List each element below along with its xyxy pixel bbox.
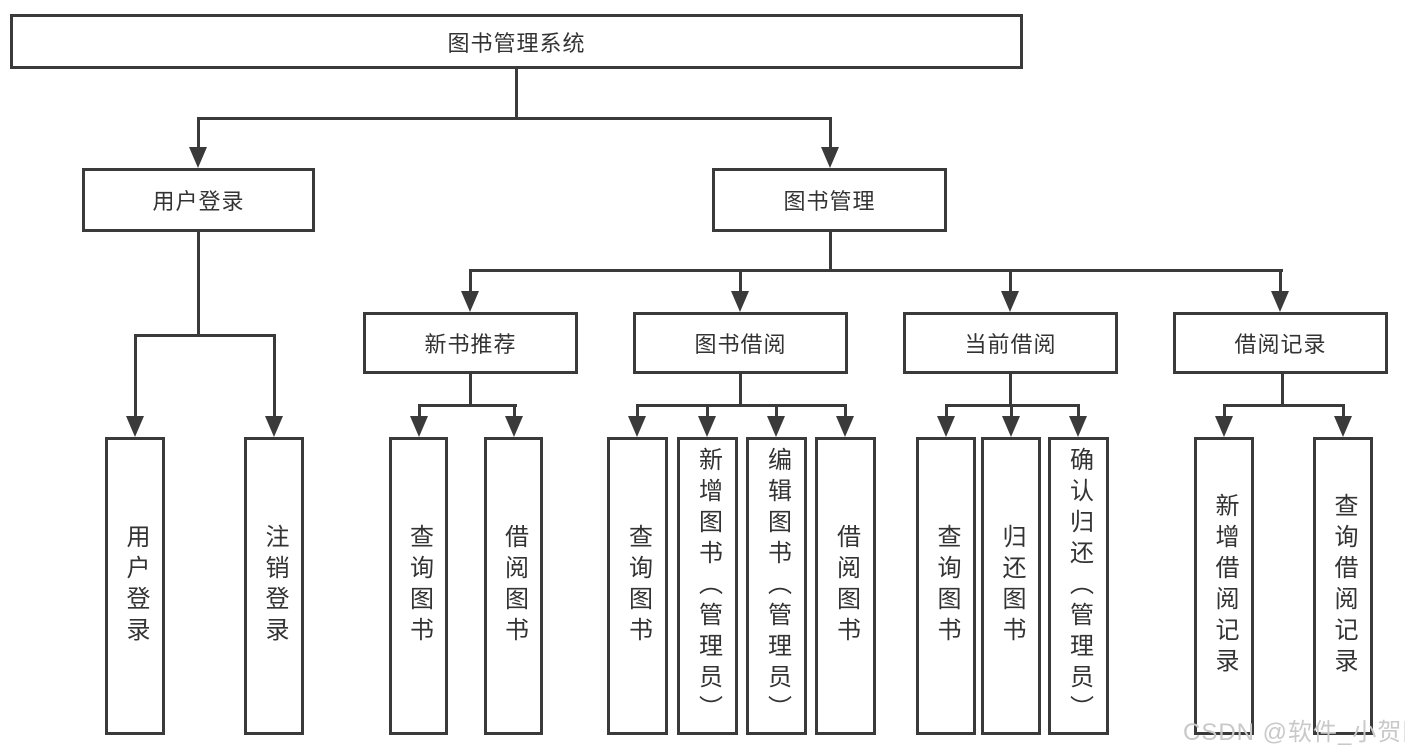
leaf-query-book-recommend: 查询图书 [389,437,448,735]
connector-borrow-record-stem [1281,374,1284,406]
leaf-query-borrow-record: 查询借阅记录 [1313,437,1373,735]
arrow-down-icon [410,416,428,437]
connector-book-borrow-rail [636,404,847,407]
leaf-query-book-label: 查询图书 [624,524,652,648]
connector-leaf-drop [513,404,516,418]
node-current-borrow: 当前借阅 [903,312,1118,374]
leaf-edit-book-admin: 编辑图书（管理员） [746,437,807,735]
node-root-library-system: 图书管理系统 [10,14,1023,69]
leaf-add-borrow-record-label: 新增借阅记录 [1211,493,1238,679]
arrow-down-icon [189,147,207,168]
node-book-borrow-label: 图书借阅 [694,332,787,357]
leaf-borrow-book-recommend-label: 借阅图书 [500,524,528,648]
leaf-confirm-return-admin-label: 确认归还（管理员） [1065,446,1093,726]
connector-current-borrow-stem [1009,374,1012,406]
leaf-query-current: 查询图书 [916,437,976,735]
node-current-borrow-label: 当前借阅 [964,332,1057,357]
arrow-down-icon [767,416,785,437]
node-book-management-label: 图书管理 [783,189,876,214]
connector-book-borrow-drop [739,269,742,291]
connector-leaf-drop [775,404,778,418]
arrow-down-icon [1271,291,1289,312]
connector-user-login-stem [197,232,200,336]
leaf-logout-label: 注销登录 [261,524,288,648]
arrow-down-icon [937,416,955,437]
leaf-add-borrow-record: 新增借阅记录 [1194,437,1254,735]
connector-level2-rail [197,117,832,120]
arrow-down-icon [505,416,523,437]
leaf-edit-book-admin-label: 编辑图书（管理员） [763,446,791,726]
node-new-book-recommend-label: 新书推荐 [424,332,517,357]
connector-leaf-drop [1010,404,1013,418]
leaf-return-book: 归还图书 [981,437,1041,735]
connector-leaf-drop [1223,404,1226,418]
connector-borrow-record-drop [1279,269,1282,291]
arrow-down-icon [265,416,283,437]
node-borrow-record: 借阅记录 [1173,312,1388,374]
connector-user-login-drop [197,117,200,149]
leaf-logout: 注销登录 [244,437,304,735]
connector-leaf-drop [844,404,847,418]
arrow-down-icon [1069,416,1087,437]
connector-book-borrow-stem [739,374,742,406]
arrow-down-icon [1215,416,1233,437]
csdn-watermark: CSDN @软件_小贺同学 [1183,719,1405,746]
arrow-down-icon [628,416,646,437]
connector-leaf-drop [1342,404,1345,418]
connector-new-book-stem [469,374,472,406]
connector-user-login-rail [134,334,276,337]
leaf-add-book-admin: 新增图书（管理员） [677,437,738,735]
arrow-down-icon [698,416,716,437]
connector-borrow-record-rail [1223,404,1344,407]
node-user-login-label: 用户登录 [152,189,245,214]
leaf-borrow-book-recommend: 借阅图书 [484,437,543,735]
node-book-borrow: 图书借阅 [633,312,848,374]
leaf-user-login-label: 用户登录 [122,524,149,648]
connector-new-book-rail [418,404,517,407]
leaf-return-book-label: 归还图书 [998,524,1025,648]
connector-leaf-drop [418,404,421,418]
node-user-login: 用户登录 [82,168,315,232]
arrow-down-icon [461,291,479,312]
leaf-query-book-recommend-label: 查询图书 [405,524,433,648]
arrow-down-icon [1334,416,1352,437]
leaf-user-login: 用户登录 [105,437,165,735]
leaf-query-current-label: 查询图书 [933,524,960,648]
leaf-borrow-book: 借阅图书 [815,437,876,735]
connector-leaf-drop [273,334,276,416]
connector-leaf-drop [945,404,948,418]
leaf-borrow-book-label: 借阅图书 [832,524,860,648]
arrow-down-icon [731,291,749,312]
leaf-query-book: 查询图书 [607,437,668,735]
connector-leaf-drop [134,334,137,416]
node-root-label: 图书管理系统 [447,30,586,56]
arrow-down-icon [126,416,144,437]
node-borrow-record-label: 借阅记录 [1234,332,1327,357]
connector-leaf-drop [636,404,639,418]
leaf-add-book-admin-label: 新增图书（管理员） [694,446,722,726]
leaf-confirm-return-admin: 确认归还（管理员） [1048,437,1109,735]
connector-level3-rail [469,269,1283,272]
arrow-down-icon [821,147,839,168]
arrow-down-icon [1002,416,1020,437]
node-new-book-recommend: 新书推荐 [363,312,578,374]
arrow-down-icon [836,416,854,437]
connector-root-stem [515,69,518,118]
leaf-query-borrow-record-label: 查询借阅记录 [1330,493,1357,679]
connector-leaf-drop [1077,404,1080,418]
node-book-management: 图书管理 [712,168,947,232]
connector-leaf-drop [706,404,709,418]
connector-book-mgmt-stem [829,232,832,271]
connector-new-book-drop [469,269,472,291]
connector-book-mgmt-drop [829,117,832,149]
arrow-down-icon [1001,291,1019,312]
connector-current-borrow-drop [1009,269,1012,291]
